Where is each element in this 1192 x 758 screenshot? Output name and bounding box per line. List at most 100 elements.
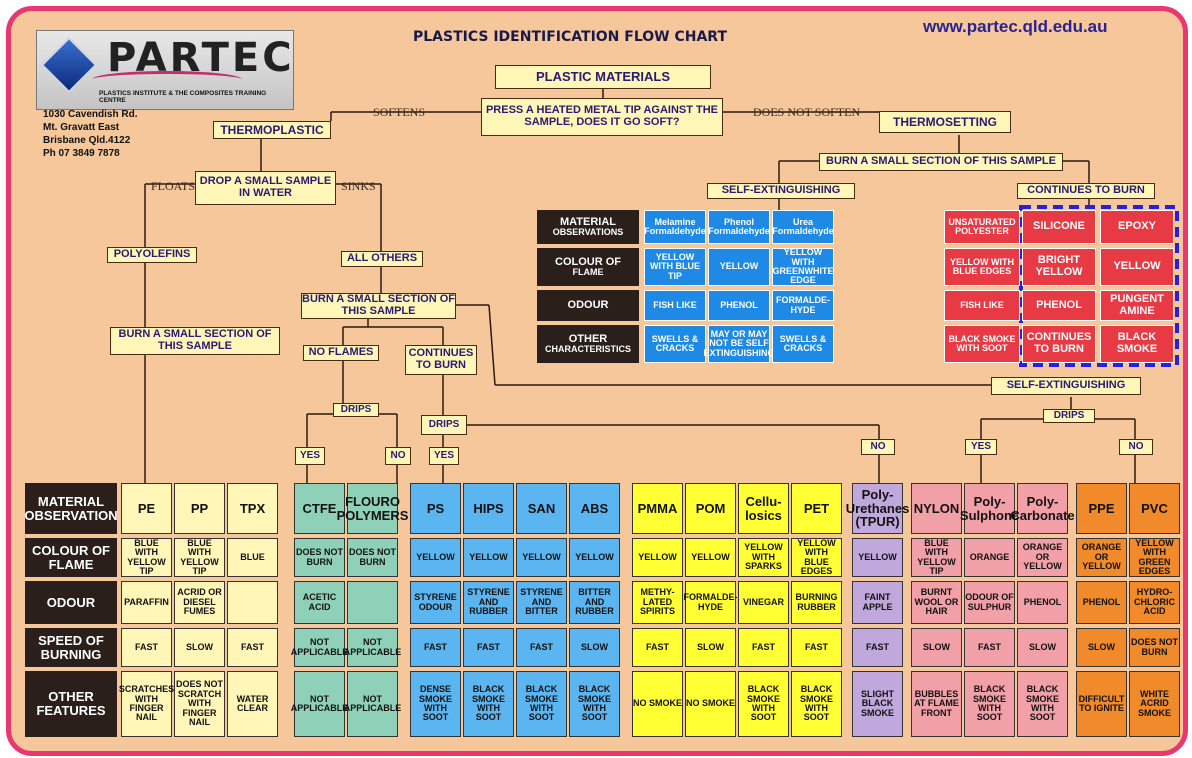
row-label-text: OBSERVATION [24, 507, 118, 523]
observation-cell: STYRENE AND BITTER [516, 581, 567, 624]
observation-cell: FAST [738, 628, 789, 667]
address-line: Mt. Gravatt East [43, 122, 120, 133]
observation-cell: FAST [791, 628, 842, 667]
observation-cell: FAST [632, 628, 683, 667]
thermosetting-box: THERMOSETTING [879, 111, 1011, 133]
material-name-cell: Poly-Urethanes (TPUR) [846, 483, 909, 534]
observation-cell: BITTER AND RUBBER [569, 581, 620, 624]
observation-cell: ORANGE OR YELLOW [1017, 538, 1068, 577]
material-name-cell: Poly-Carbonate [1010, 483, 1075, 534]
material-name-cell: CTFE [294, 483, 345, 534]
observation-cell: PHENOL [1076, 581, 1127, 624]
partec-logo: PARTEC PLASTICS INSTITUTE & THE COMPOSIT… [36, 30, 294, 110]
observation-cell: HYDRO-CHLORIC ACID [1129, 581, 1180, 624]
observation-cell: DOES NOT BURN [294, 538, 345, 577]
material-name-cell: FLOURO POLYMERS [337, 483, 408, 534]
no-box: NO [1119, 439, 1153, 455]
row-label-text: COLOUR OF [32, 542, 110, 558]
observation-cell: ACRID OR DIESEL FUMES [174, 581, 225, 624]
observation-cell: FAST [964, 628, 1015, 667]
observation-cell: STYRENE ODOUR [410, 581, 461, 624]
observation-cell: DOES NOT BURN [347, 538, 398, 577]
website-link[interactable]: www.partec.qld.edu.au [923, 17, 1108, 36]
observation-cell: BLACK SMOKE WITH SOOT [738, 671, 789, 737]
yes-box: YES [429, 447, 459, 465]
material-name-cell: ABS [569, 483, 620, 534]
drips-box: DRIPS [421, 415, 467, 435]
observation-cell: BURNT WOOL OR HAIR [911, 581, 962, 624]
row-label-text: FLAME [572, 267, 604, 278]
thermoset-red-cell: PHENOL [1022, 290, 1096, 321]
observation-cell: ODOUR OF SULPHUR [964, 581, 1015, 624]
observation-cell: YELLOW WITH SPARKS [738, 538, 789, 577]
thermoset-red-cell: CONTINUES TO BURN [1022, 325, 1096, 363]
thermoset-red-cell: FISH LIKE [944, 290, 1020, 321]
root-plastic-materials: PLASTIC MATERIALS [495, 65, 711, 89]
row-label-text: BURNING [40, 646, 102, 662]
continues-burn-box: CONTINUES TO BURN [1017, 183, 1155, 199]
thermoset-blue-cell: YELLOW WITH GREENWHITE EDGE [772, 247, 834, 286]
thermoset-red-cell: EPOXY [1100, 210, 1174, 244]
observation-cell: YELLOW WITH GREEN EDGES [1129, 538, 1180, 577]
observation-cell: SLOW [174, 628, 225, 667]
polyolefins-box: POLYOLEFINS [107, 247, 197, 263]
observation-cell: BLUE WITH YELLOW TIP [174, 538, 225, 577]
material-name-cell: SAN [516, 483, 567, 534]
observation-cell: SLIGHT BLACK SMOKE [852, 671, 903, 737]
row-label-text: MATERIAL [559, 215, 616, 228]
observation-cell: ORANGE [964, 538, 1015, 577]
thermoset-row-label: ODOUR [537, 290, 639, 321]
row-label-text: OBSERVATIONS [552, 227, 624, 238]
thermoset-red-cell: PUNGENT AMINE [1100, 290, 1174, 321]
logo-diamond-icon [40, 36, 98, 94]
no-box: NO [861, 439, 895, 455]
logo-subtitle: PLASTICS INSTITUTE & THE COMPOSITES TRAI… [99, 90, 267, 104]
material-name-cell: PVC [1129, 483, 1180, 534]
row-label-text: SPEED OF [38, 632, 104, 648]
observation-cell: SLOW [1017, 628, 1068, 667]
floats-label: FLOATS [151, 179, 196, 193]
observation-cell: BLUE WITH YELLOW TIP [911, 538, 962, 577]
burn-mid-box: BURN A SMALL SECTION OF THIS SAMPLE [301, 293, 456, 319]
observation-cell: BLACK SMOKE WITH SOOT [463, 671, 514, 737]
observation-cell: DENSE SMOKE WITH SOOT [410, 671, 461, 737]
observation-cell: DOES NOT SCRATCH WITH FINGER NAIL [174, 671, 225, 737]
address-block: 1030 Cavendish Rd. Mt. Gravatt East Bris… [43, 108, 137, 160]
yes-box: YES [295, 447, 325, 465]
observation-cell: WHITE ACRID SMOKE [1129, 671, 1180, 737]
row-label-text: MATERIAL [37, 493, 105, 509]
thermoset-red-cell: SILICONE [1022, 210, 1096, 244]
observation-cell: BLACK SMOKE WITH SOOT [516, 671, 567, 737]
thermoset-blue-cell: FISH LIKE [644, 290, 706, 321]
observation-cell: YELLOW [569, 538, 620, 577]
observation-cell: BLACK SMOKE WITH SOOT [569, 671, 620, 737]
observation-cell: VINEGAR [738, 581, 789, 624]
observation-cell: STYRENE AND RUBBER [463, 581, 514, 624]
thermoset-red-cell: BLACK SMOKE WITH SOOT [944, 325, 1020, 363]
observation-cell [227, 581, 278, 624]
observation-cell: BLACK SMOKE WITH SOOT [791, 671, 842, 737]
row-label-text: FLAME [48, 556, 94, 572]
thermoset-red-cell: BRIGHT YELLOW [1022, 248, 1096, 286]
observation-cell: PHENOL [1017, 581, 1068, 624]
observation-cell: FAST [516, 628, 567, 667]
burn-left-box: BURN A SMALL SECTION OF THIS SAMPLE [110, 327, 280, 355]
row-label-text: OTHER [568, 332, 608, 345]
softens-label: SOFTENS [373, 105, 426, 119]
thermoset-blue-cell: Phenol Formaldehyde [708, 210, 770, 244]
observation-cell: SCRATCHES WITH FINGER NAIL [119, 671, 174, 737]
observation-cell: DIFFICULT TO IGNITE [1076, 671, 1127, 737]
thermoset-red-cell: UNSATURATED POLYESTER [944, 210, 1020, 244]
thermoset-blue-cell: Melamine Formaldehyde [644, 210, 706, 244]
address-line: Ph 07 3849 7878 [43, 148, 120, 159]
row-label-text: ODOUR [46, 594, 96, 610]
all-others-box: ALL OTHERS [341, 251, 423, 267]
observation-cell: SLOW [685, 628, 736, 667]
observation-cell: YELLOW [463, 538, 514, 577]
material-name-cell: POM [685, 483, 736, 534]
address-line: 1030 Cavendish Rd. [43, 109, 138, 120]
thermoset-blue-cell: PHENOL [708, 290, 770, 321]
